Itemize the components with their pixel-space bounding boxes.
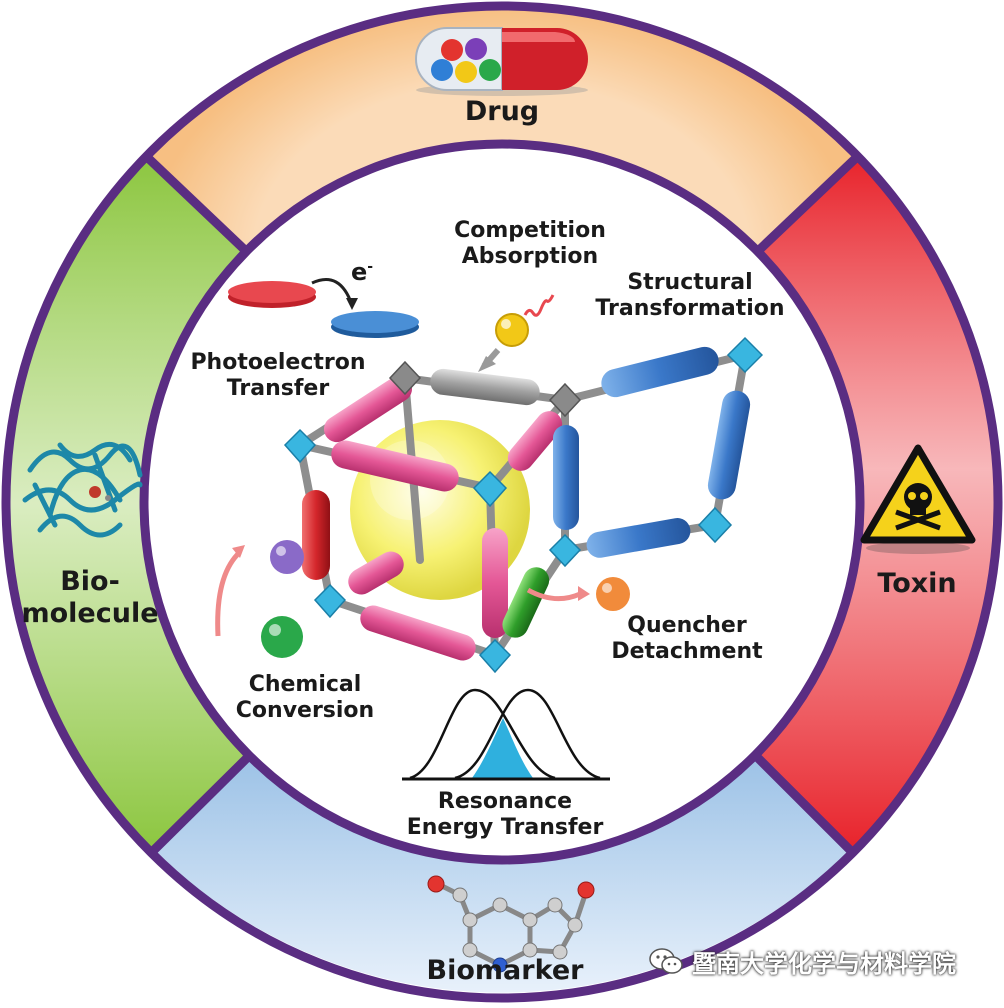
wechat-icon [649, 948, 683, 974]
quencher-detachment-graphic [526, 577, 630, 611]
photoelectron-discs [228, 278, 419, 338]
chemical-conversion-graphic [215, 540, 304, 658]
label-biomarker: Biomarker [426, 955, 584, 986]
mof-cage [283, 336, 764, 674]
label-toxin: Toxin [877, 568, 957, 599]
competition-absorption-graphic [478, 294, 555, 372]
resonance-curves [402, 688, 610, 781]
watermark: 暨南大学化学与材料学院 [648, 943, 988, 979]
skull-hazard-icon [860, 444, 976, 554]
label-competition-absorption: Competition Absorption [454, 218, 606, 270]
label-resonance-energy-transfer: Resonance Energy Transfer [406, 789, 604, 841]
label-photoelectron-transfer: Photoelectron Transfer [190, 350, 366, 402]
label-electron: e- [350, 258, 374, 286]
watermark-text: 暨南大学化学与材料学院 [692, 949, 956, 978]
label-structural-transformation: Structural Transformation [595, 270, 785, 322]
label-drug: Drug [464, 96, 540, 127]
capsule-icon [415, 27, 588, 96]
ring-separators [143, 153, 861, 854]
label-quencher-detachment: Quencher Detachment [611, 613, 763, 665]
protein-icon [22, 441, 143, 538]
label-chemical-conversion: Chemical Conversion [235, 672, 375, 724]
molecule-icon [427, 875, 595, 973]
label-biomolecule: Bio- molecule [21, 566, 159, 630]
